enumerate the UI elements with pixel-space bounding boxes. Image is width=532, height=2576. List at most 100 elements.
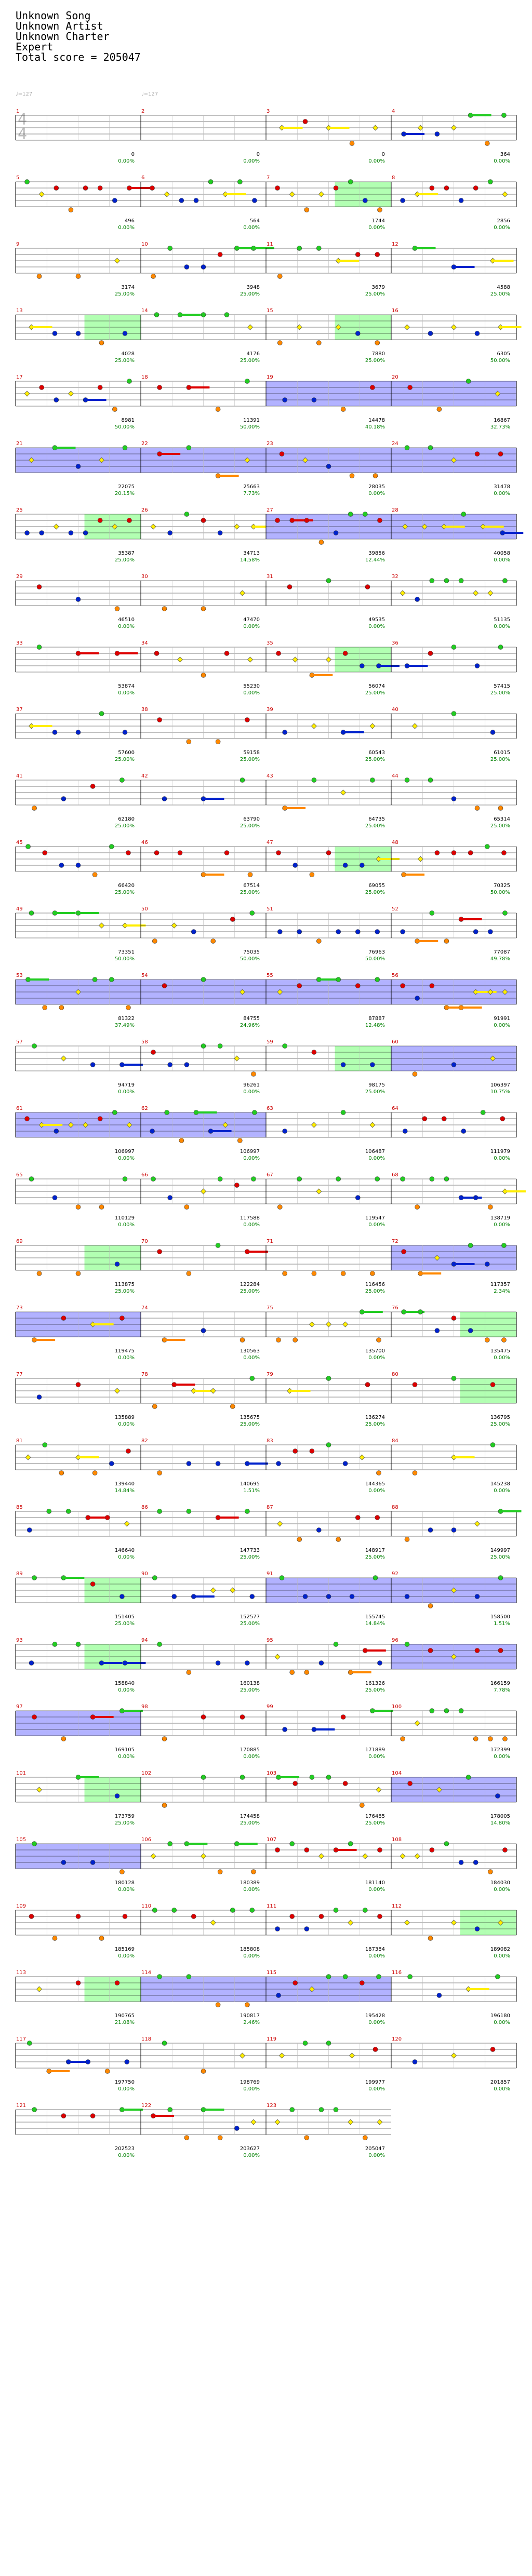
note-gem: [412, 1382, 418, 1387]
measure-score: 203627: [240, 2146, 260, 2152]
sustain-bar: [378, 665, 400, 667]
measure-score: 113875: [115, 1282, 135, 1287]
measure-score: 0: [131, 152, 135, 157]
measure-number: 39: [267, 707, 273, 713]
sustain-bar: [68, 2061, 89, 2063]
note-gem: [400, 1176, 405, 1182]
note-gem: [61, 1736, 66, 1741]
note-gem-yellow: [114, 258, 121, 264]
note-gem: [215, 1461, 221, 1466]
sustain-bar: [343, 731, 364, 733]
note-gem: [75, 331, 81, 336]
note-gem-yellow: [502, 989, 508, 995]
note-gem: [32, 2107, 37, 2112]
note-gem-yellow: [414, 1853, 420, 1859]
note-gem: [201, 1043, 206, 1049]
measure-number: 70: [141, 1239, 148, 1244]
measure-number: 111: [267, 1903, 276, 1909]
measure-number: 17: [16, 374, 23, 380]
note-gem: [39, 385, 44, 390]
measure-percent: 25.00%: [115, 890, 135, 895]
measure-percent: 0.00%: [368, 1355, 385, 1361]
note-gem-yellow: [417, 856, 423, 862]
note-gem-yellow: [311, 723, 317, 729]
sustain-bar: [278, 1776, 300, 1778]
sustain-bar: [78, 912, 99, 914]
measure-score: 180389: [240, 1880, 260, 1886]
measure-percent: 0.00%: [494, 1023, 510, 1028]
measure-number: 50: [141, 906, 148, 912]
note-gem: [201, 1775, 206, 1780]
sustain-bar: [153, 2115, 175, 2117]
note-gem: [29, 1176, 34, 1182]
note-gem: [304, 2135, 310, 2140]
note-gem: [112, 1110, 117, 1115]
measure-score: 6305: [497, 351, 510, 357]
note-gem: [451, 1527, 457, 1533]
sustain-bar: [378, 858, 400, 860]
note-gem: [275, 518, 280, 523]
note-gem: [500, 1116, 506, 1121]
measure-percent: 0.00%: [243, 1089, 260, 1095]
measure-score: 117588: [240, 1215, 260, 1221]
note-gem: [444, 578, 449, 583]
note-gem: [304, 1926, 310, 1931]
measure-percent: 0.00%: [118, 1355, 135, 1361]
note-gem: [201, 312, 206, 317]
note-gem: [224, 651, 230, 656]
sustain-bar: [483, 526, 504, 528]
measure-number: 105: [16, 1837, 26, 1843]
sustain-bar: [500, 1510, 522, 1512]
note-gem: [488, 179, 493, 184]
measure-number: 21: [16, 441, 23, 447]
note-gem-yellow: [38, 191, 45, 197]
note-gem: [277, 929, 283, 934]
sustain-bar: [470, 114, 491, 116]
note-gem: [444, 938, 449, 944]
note-gem: [230, 1404, 235, 1409]
note-gem: [311, 397, 317, 403]
sustain-bar: [117, 652, 138, 654]
note-gem: [342, 1461, 348, 1466]
note-gem: [302, 119, 308, 124]
note-gem: [490, 1442, 496, 1447]
note-gem: [370, 385, 375, 390]
measure-score: 65314: [494, 816, 510, 822]
sustain-bar: [210, 1130, 232, 1132]
measure-number: 121: [16, 2103, 26, 2109]
note-gem: [193, 198, 199, 203]
note-gem-yellow: [340, 789, 347, 796]
measure-number: 47: [267, 840, 273, 846]
measure-number: 10: [141, 242, 148, 247]
note-gem-yellow: [112, 524, 118, 530]
note-gem: [217, 2135, 223, 2140]
measure-percent: 0.00%: [243, 1754, 260, 1760]
note-gem: [109, 977, 114, 982]
measure-percent: 25.00%: [365, 1687, 385, 1693]
note-gem: [186, 1461, 192, 1466]
measure-score: 11391: [243, 418, 260, 423]
measure-percent: 1.51%: [494, 1621, 510, 1627]
measure-percent: 0.00%: [118, 1156, 135, 1161]
note-gem: [119, 1869, 125, 1874]
measure-score: 170885: [240, 1747, 260, 1753]
measure-number: 95: [267, 1638, 273, 1643]
sustain-bar: [218, 1517, 239, 1519]
note-gem: [104, 2069, 110, 2074]
note-gem: [363, 2135, 368, 2140]
note-gem: [32, 1714, 37, 1720]
measure-percent: 0.00%: [494, 1754, 510, 1760]
note-gem: [152, 1575, 157, 1580]
measure-percent: 1.51%: [243, 1488, 260, 1494]
note-gem: [167, 530, 173, 535]
note-gem-yellow: [28, 457, 35, 463]
measure-number: 94: [141, 1638, 148, 1643]
measure-score: 59158: [243, 750, 260, 756]
measure-number: 54: [141, 973, 148, 978]
note-gem: [407, 1781, 413, 1786]
note-gem: [277, 340, 283, 345]
note-gem: [150, 185, 155, 191]
note-gem: [119, 777, 125, 783]
note-gem: [184, 2135, 190, 2140]
measure-percent: 24.96%: [240, 1023, 260, 1028]
